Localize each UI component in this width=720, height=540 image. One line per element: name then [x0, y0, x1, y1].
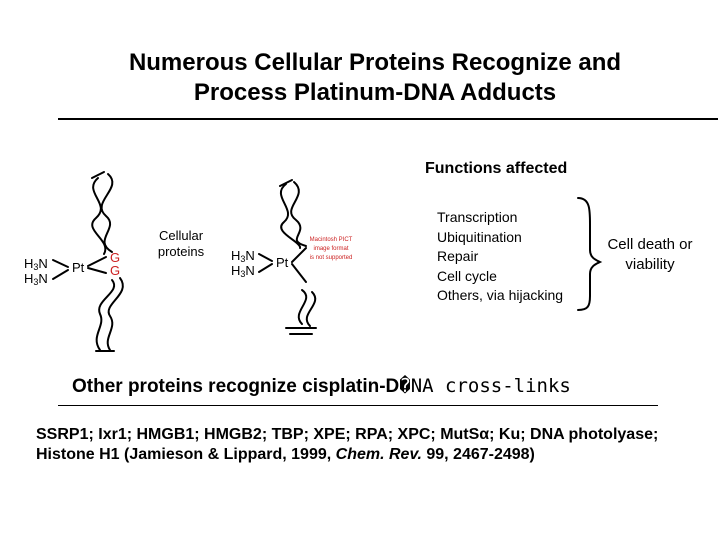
- left-dna-upper-strand-2: [100, 173, 114, 253]
- left-ammine-top: H3N: [24, 256, 48, 272]
- right-dna-bottom-end: [285, 327, 317, 335]
- right-dna-top-end: [279, 179, 293, 187]
- right-dna-upper-strand-1: [279, 183, 301, 249]
- other-proteins-bold-text: Other proteins recognize cisplatin-D: [72, 376, 400, 397]
- left-dna-lower-strand-2: [106, 277, 124, 351]
- function-cell-cycle: Cell cycle: [437, 267, 497, 284]
- functions-heading: Functions affected: [425, 160, 568, 177]
- outcome-label: Cell death or viability: [607, 236, 693, 273]
- protein-list-end: 99, 2467-2498): [421, 446, 535, 463]
- protein-list: SSRP1; Ixr1; HMGB1; HMGB2; TBP; XPE; RPA…: [36, 425, 711, 465]
- functions-brace: [577, 197, 603, 311]
- right-dna-lower-strand-1: [297, 289, 308, 325]
- other-proteins-heading: Other proteins recognize cisplatin-D�NA …: [72, 375, 571, 398]
- other-proteins-mono-text: �NA cross-links: [399, 375, 571, 397]
- left-dna-upper-strand-1: [91, 177, 107, 255]
- right-ammine-bottom: H3N: [231, 263, 255, 279]
- function-others-hijacking: Others, via hijacking: [437, 287, 564, 303]
- right-pt-g-bonds: [291, 247, 307, 283]
- left-pt-n-bonds: [52, 259, 69, 280]
- left-dna-lower-strand-1: [95, 279, 116, 351]
- slide-title: Numerous Cellular Proteins Recognize and…: [40, 48, 710, 108]
- pict-line-3: is not supported: [309, 255, 353, 261]
- left-guanine-2: G: [110, 263, 121, 278]
- function-ubiquitination: Ubiquitination: [437, 228, 522, 245]
- title-underline: [58, 118, 718, 120]
- pict-line-1: Macintosh PICT: [309, 237, 353, 243]
- pict-placeholder-image: Macintosh PICT image format is not suppo…: [305, 236, 357, 272]
- left-guanine-1: G: [110, 250, 121, 265]
- left-dna-top-end: [91, 171, 105, 179]
- title-line-1: Numerous Cellular Proteins Recognize and: [128, 49, 622, 76]
- function-transcription: Transcription: [437, 209, 518, 225]
- title-line-2: Process Platinum-DNA Adducts: [193, 79, 557, 106]
- left-pt-g-bonds: [87, 256, 107, 274]
- left-ammine-bottom: H3N: [24, 271, 48, 287]
- right-dna-lower-strand-2: [305, 291, 317, 327]
- protein-list-journal: Chem. Rev.: [335, 446, 422, 463]
- functions-list: Transcription Ubiquitination Repair Cell…: [437, 208, 563, 306]
- left-platinum-label: Pt: [72, 260, 85, 275]
- right-pt-n-bonds: [258, 253, 273, 273]
- cellular-proteins-label: Cellular proteins: [157, 228, 205, 259]
- right-platinum-label: Pt: [276, 255, 289, 270]
- function-repair: Repair: [437, 248, 479, 264]
- right-ammine-top: H3N: [231, 248, 255, 264]
- other-proteins-underline: [58, 405, 658, 406]
- pict-line-2: image format: [313, 246, 349, 252]
- right-dna-upper-strand-2: [290, 181, 307, 247]
- protein-list-main: SSRP1; Ixr1; HMGB1; HMGB2; TBP; XPE; RPA…: [36, 426, 659, 463]
